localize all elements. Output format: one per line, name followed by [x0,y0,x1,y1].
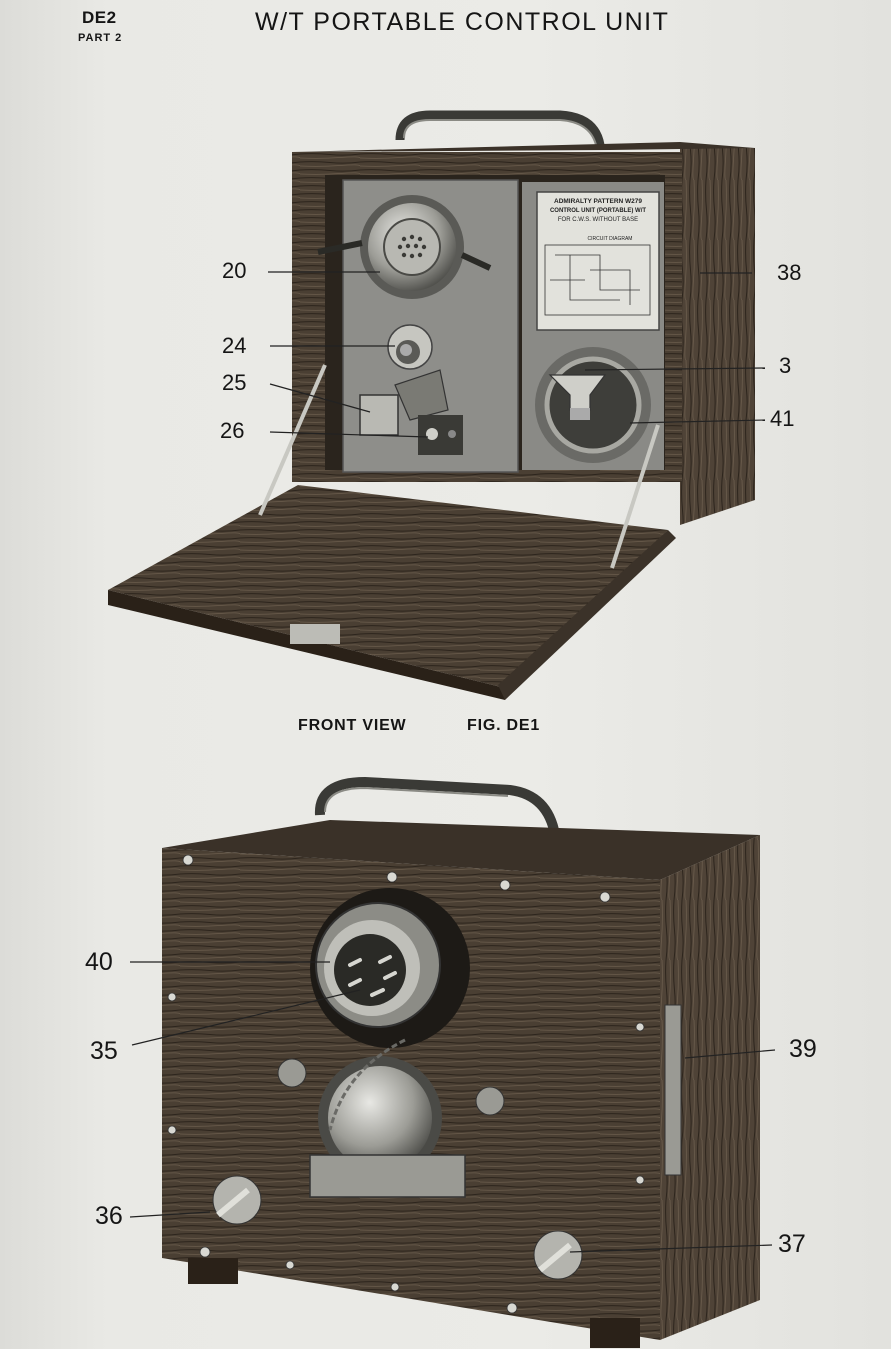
plate-line-1: ADMIRALTY PATTERN W279 [554,198,642,205]
plate-line-3: FOR C.W.S. WITHOUT BASE [558,217,638,223]
callout-35: 35 [90,1037,118,1065]
callout-41: 41 [770,406,795,431]
caption-front-view: FRONT VIEW [298,717,407,734]
caption-figure: FIG. DE1 [467,717,541,734]
callout-36: 36 [95,1202,123,1230]
callout-38: 38 [777,260,802,285]
plate-line-2: CONTROL UNIT (PORTABLE) W/T [550,208,646,214]
callout-26: 26 [220,418,245,443]
section-part: PART 2 [78,32,123,44]
callout-37: 37 [778,1230,806,1258]
callout-39: 39 [789,1035,817,1063]
callout-24: 24 [222,333,247,358]
section-code: DE2 [82,8,117,27]
callout-25: 25 [222,370,247,395]
callout-3: 3 [779,353,792,378]
page-title: W/T PORTABLE CONTROL UNIT [255,8,670,36]
rear-view-illustration [162,776,760,1348]
front-view-illustration: ADMIRALTY PATTERN W279 CONTROL UNIT (POR… [108,110,755,700]
front-leader-lines [268,271,766,438]
rear-leader-lines [129,961,776,1253]
callout-20: 20 [222,258,247,283]
plate-line-5: CIRCUIT DIAGRAM [588,236,633,242]
callout-40: 40 [85,948,113,976]
